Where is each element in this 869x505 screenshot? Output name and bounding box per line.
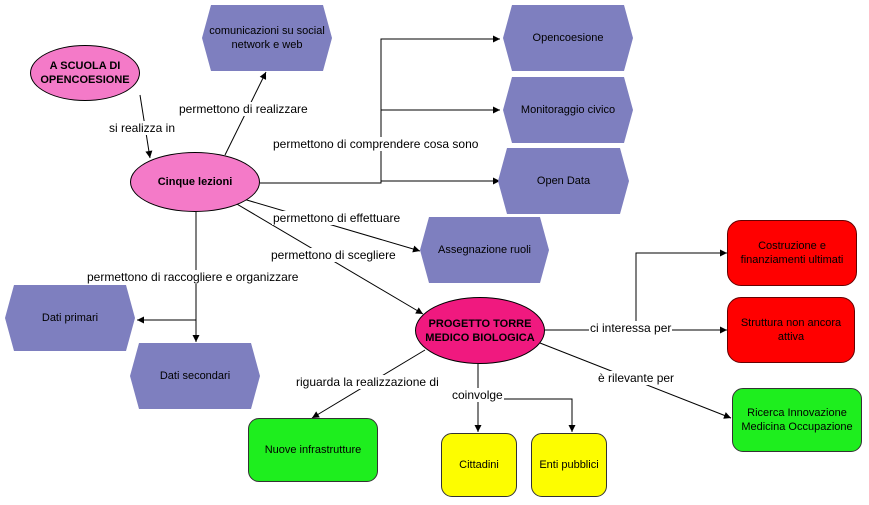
node-label: Opencoesione: [532, 32, 604, 44]
link-label-permettono-effettuare: permettono di effettuare: [272, 211, 402, 225]
link-line-comprendere: [260, 35, 500, 184]
link-label-permettono-comprendere: permettono di comprendere cosa sono: [272, 137, 480, 151]
node-progetto-torre-medico-biologica[interactable]: PROGETTO TORRE MEDICO BIOLOGICA: [415, 297, 545, 364]
node-ricerca-innovazione[interactable]: Ricerca Innovazione Medicina Occupazione: [732, 388, 862, 452]
node-costruzione-finanziamenti[interactable]: Costruzione e finanziamenti ultimati: [727, 220, 857, 286]
link-label-coinvolge: coinvolge: [451, 388, 504, 402]
link-label-permettono-realizzare: permettono di realizzare: [178, 102, 309, 116]
link-label-ci-interessa-per: ci interessa per: [589, 321, 673, 335]
node-opencoesione[interactable]: Opencoesione: [503, 5, 633, 71]
node-label: PROGETTO TORRE MEDICO BIOLOGICA: [425, 317, 535, 344]
node-a-scuola-di-opencoesione[interactable]: A SCUOLA DI OPENCOESIONE: [30, 45, 140, 101]
node-label: Ricerca Innovazione Medicina Occupazione: [741, 407, 853, 433]
node-label: A SCUOLA DI OPENCOESIONE: [40, 60, 130, 86]
node-open-data[interactable]: Open Data: [498, 148, 629, 214]
node-label: Dati secondari: [159, 370, 231, 382]
link-line-interessa: [545, 249, 727, 331]
node-monitoraggio-civico[interactable]: Monitoraggio civico: [503, 77, 633, 143]
node-cinque-lezioni[interactable]: Cinque lezioni: [130, 152, 260, 212]
node-cittadini[interactable]: Cittadini: [441, 433, 517, 497]
link-line-coinvolge: [477, 364, 576, 432]
node-dati-secondari[interactable]: Dati secondari: [130, 343, 260, 409]
node-label: Open Data: [536, 175, 591, 187]
link-label-permettono-scegliere: permettono di scegliere: [270, 248, 397, 262]
node-label: Nuove infrastrutture: [264, 444, 362, 456]
link-label-e-rilevante-per: è rilevante per: [597, 371, 676, 385]
node-label: Enti pubblici: [539, 459, 599, 471]
node-label: comunicazioni su social network e web: [209, 25, 325, 51]
node-assegnazione-ruoli[interactable]: Assegnazione ruoli: [420, 217, 549, 283]
node-struttura-non-attiva[interactable]: Struttura non ancora attiva: [727, 297, 855, 363]
node-nuove-infrastrutture[interactable]: Nuove infrastrutture: [248, 418, 378, 482]
link-label-permettono-raccogliere: permettono di raccogliere e organizzare: [86, 270, 300, 284]
node-label: Cinque lezioni: [157, 176, 233, 188]
node-label: Dati primari: [41, 312, 99, 324]
node-comunicazioni[interactable]: comunicazioni su social network e web: [202, 5, 332, 71]
link-label-si-realizza-in: si realizza in: [108, 121, 177, 135]
node-dati-primari[interactable]: Dati primari: [5, 285, 135, 351]
node-enti-pubblici[interactable]: Enti pubblici: [531, 433, 607, 497]
link-label-riguarda: riguarda la realizzazione di: [295, 375, 440, 389]
node-label: Struttura non ancora attiva: [740, 317, 842, 343]
node-label: Assegnazione ruoli: [438, 244, 531, 256]
node-label: Monitoraggio civico: [520, 104, 616, 116]
node-label: Costruzione e finanziamenti ultimati: [740, 240, 844, 266]
node-label: Cittadini: [459, 459, 499, 471]
